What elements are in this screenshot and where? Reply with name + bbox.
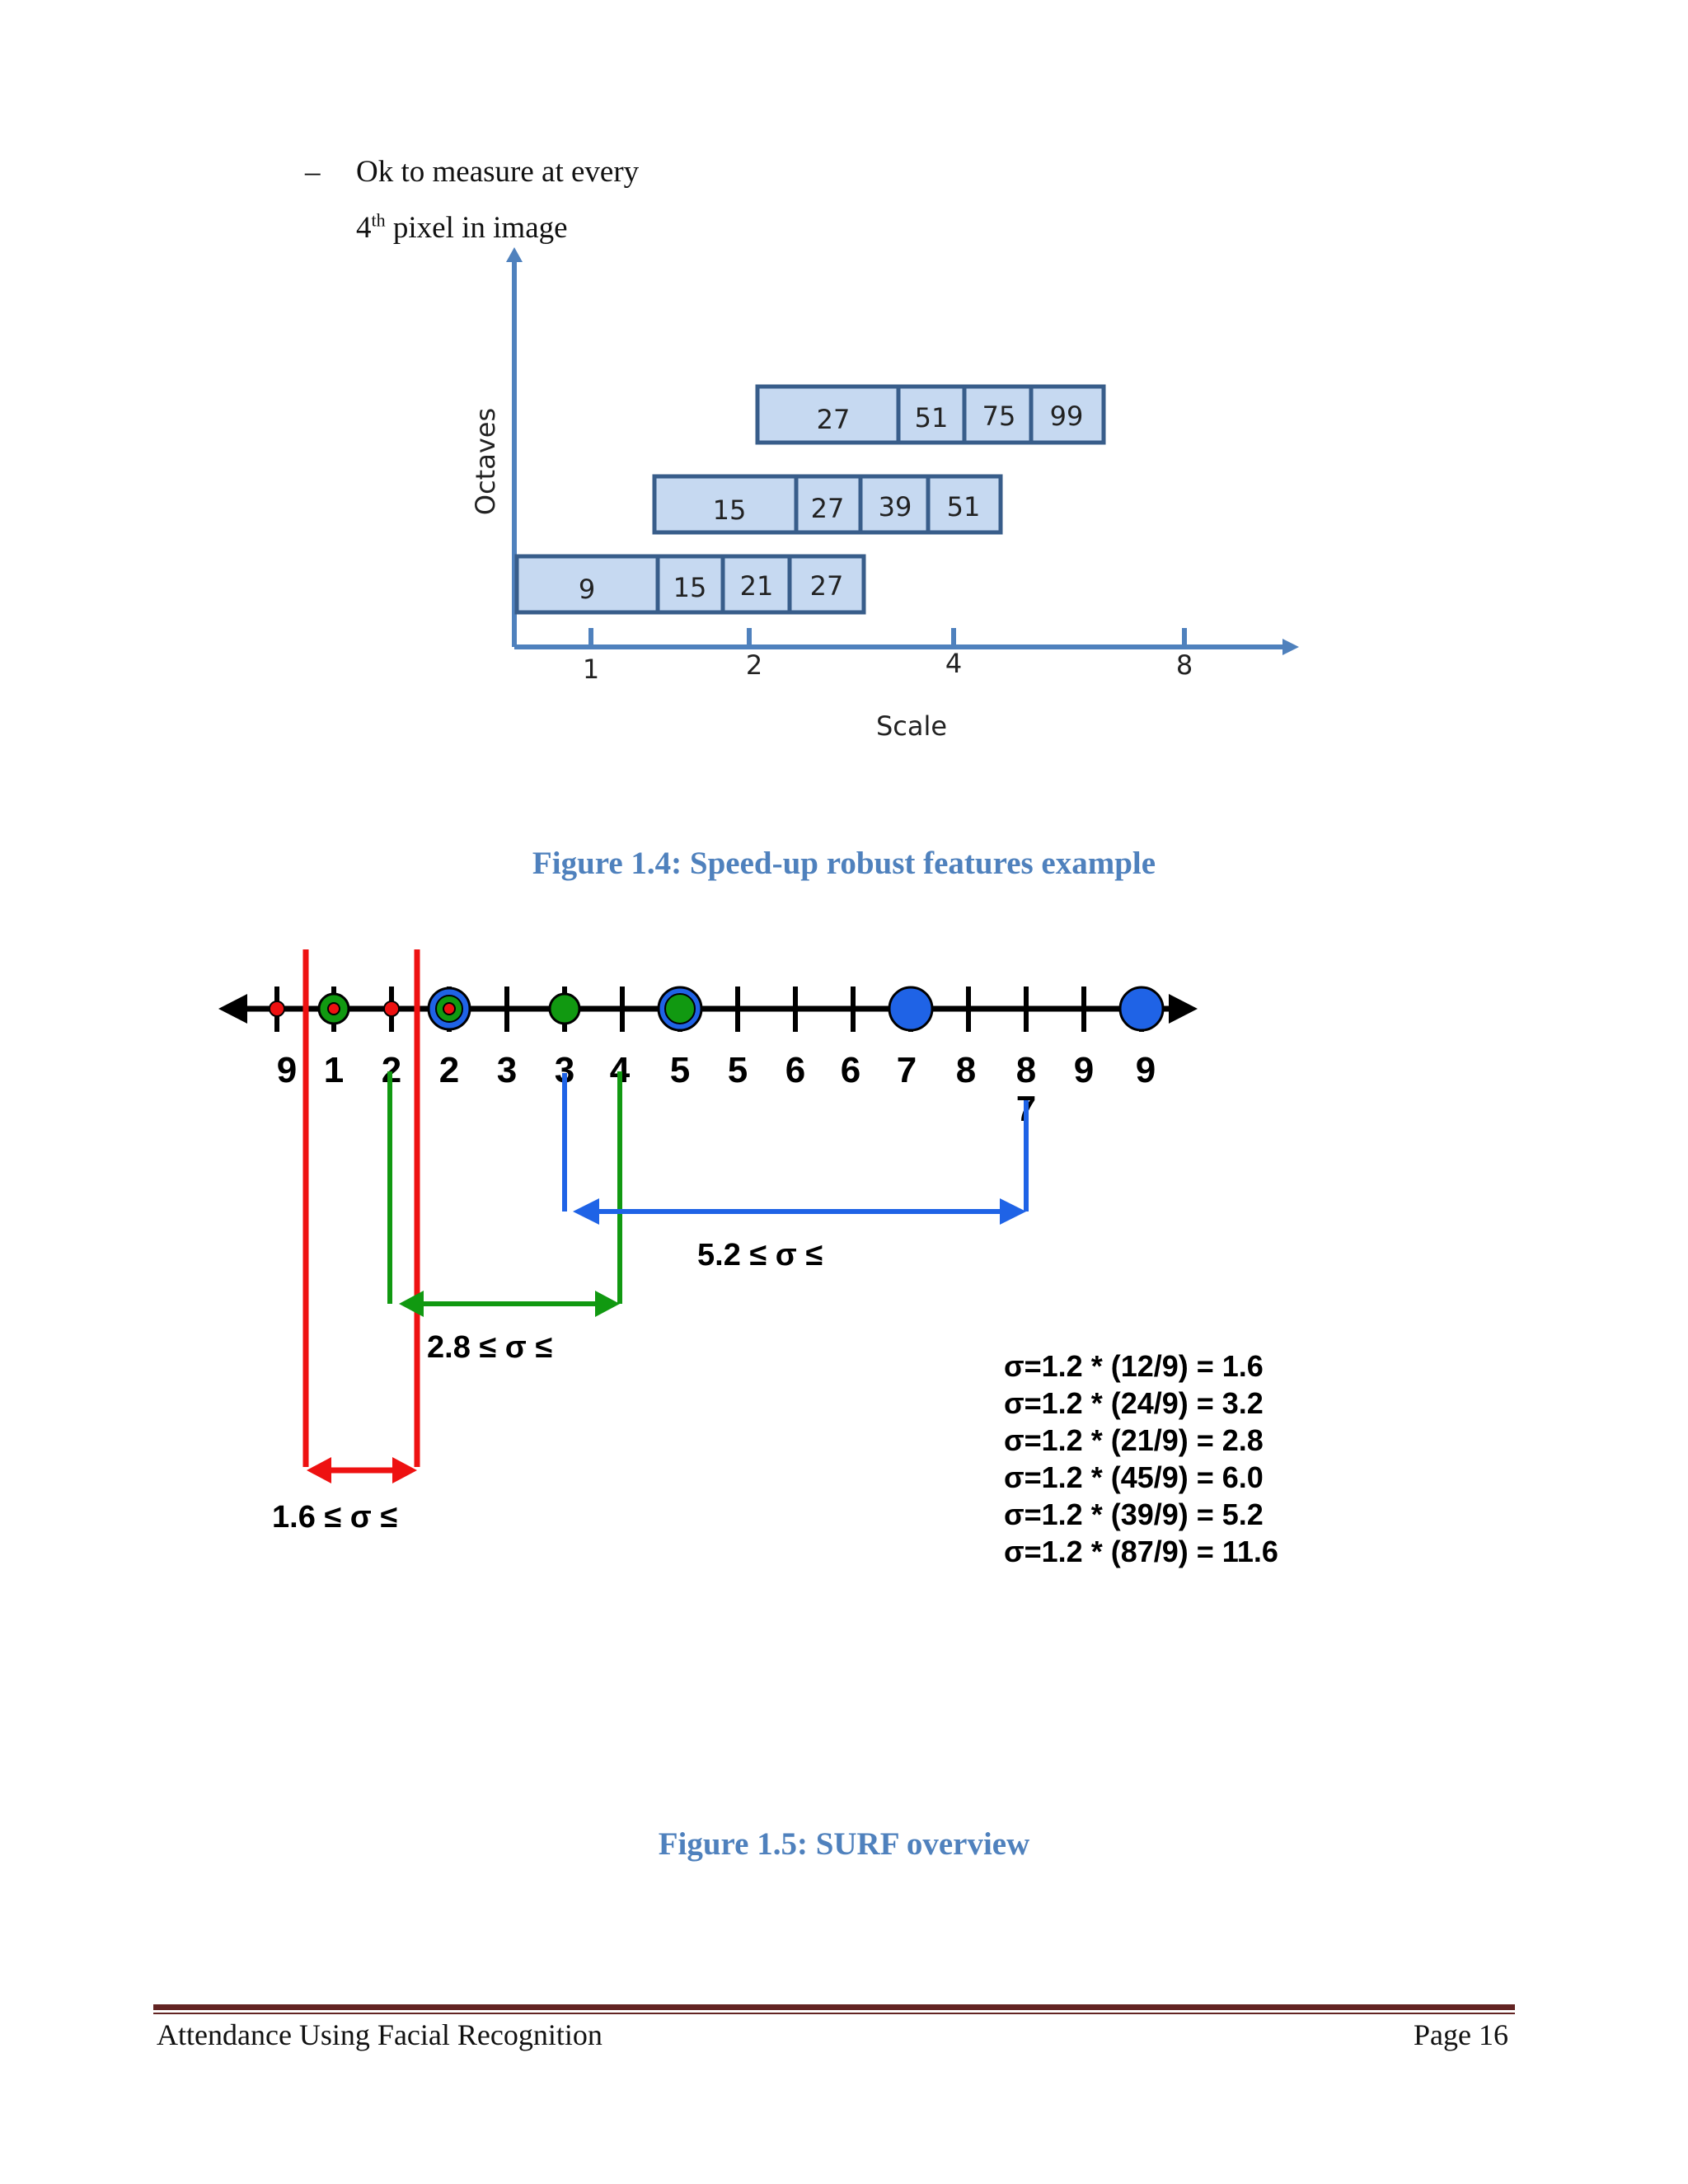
octave-cell: 27 bbox=[811, 493, 845, 524]
x-tick-label: 4 bbox=[945, 648, 962, 679]
bullet-line-2: 4th pixel in image bbox=[356, 200, 639, 256]
number-label: 1 bbox=[324, 1050, 344, 1090]
marker-blue bbox=[888, 986, 934, 1032]
formula-block: σ=1.2 * (12/9) = 1.6 σ=1.2 * (24/9) = 3.… bbox=[1004, 1349, 1278, 1568]
marker-red-small bbox=[383, 1001, 400, 1017]
range-green-arrow-left bbox=[399, 1291, 424, 1317]
octave-cell: 27 bbox=[810, 570, 844, 602]
marker-green bbox=[548, 992, 581, 1025]
number-label: 5 bbox=[670, 1050, 690, 1090]
range-blue-arrow-left bbox=[573, 1198, 599, 1225]
octave-cell: 51 bbox=[915, 402, 949, 434]
footer-rule-thin bbox=[153, 2013, 1515, 2014]
octave-cell: 15 bbox=[713, 494, 747, 526]
figure-1-4: 1 2 4 8 Scale Octaves 9 15 21 27 15 27 3… bbox=[470, 247, 1299, 742]
formula-line: σ=1.2 * (39/9) = 5.2 bbox=[1004, 1497, 1264, 1531]
y-axis-label: Octaves bbox=[470, 408, 501, 515]
formula-line: σ=1.2 * (12/9) = 1.6 bbox=[1004, 1349, 1264, 1383]
marker-red-small bbox=[269, 1001, 285, 1017]
octave-cell: 9 bbox=[579, 574, 595, 605]
octave-cell: 15 bbox=[673, 572, 707, 603]
number-label: 8 bbox=[1016, 1050, 1036, 1090]
x-axis-arrowhead bbox=[1282, 639, 1299, 655]
bullet-line-2-rest: pixel in image bbox=[385, 211, 568, 245]
range-red-label: 1.6 ≤ σ ≤ bbox=[272, 1500, 397, 1535]
bullet-line-2-sup: th bbox=[371, 209, 386, 231]
marker-red-center bbox=[443, 1002, 456, 1015]
octave-row-3: 27 51 75 99 bbox=[755, 384, 1106, 445]
x-tick-label: 2 bbox=[746, 649, 762, 681]
footer-page-number: Page 16 bbox=[1414, 2018, 1508, 2051]
range-green bbox=[387, 1071, 622, 1306]
number-line-left-arrow bbox=[218, 994, 247, 1024]
marker-red-center bbox=[327, 1002, 340, 1015]
figure-1-4-caption: Figure 1.4: Speed-up robust features exa… bbox=[532, 846, 1156, 881]
octave-cell: 21 bbox=[740, 570, 774, 602]
range-blue-label: 5.2 ≤ σ ≤ bbox=[697, 1238, 823, 1272]
range-green-label: 2.8 ≤ σ ≤ bbox=[427, 1330, 552, 1365]
number-label: 9 bbox=[277, 1050, 297, 1090]
range-blue bbox=[562, 1073, 1029, 1214]
bullet-line-1: Ok to measure at every bbox=[356, 155, 640, 189]
number-line-right-arrow bbox=[1169, 994, 1198, 1024]
number-label: 6 bbox=[841, 1050, 860, 1090]
octave-row-1: 9 15 21 27 bbox=[514, 554, 866, 615]
number-label: 8 bbox=[956, 1050, 976, 1090]
x-tick-label: 8 bbox=[1176, 649, 1193, 681]
formula-line: σ=1.2 * (87/9) = 11.6 bbox=[1004, 1535, 1278, 1568]
formula-line: σ=1.2 * (24/9) = 3.2 bbox=[1004, 1386, 1264, 1420]
range-red bbox=[302, 949, 420, 1474]
octave-cell: 27 bbox=[817, 404, 851, 435]
range-red-arrow-right bbox=[392, 1457, 417, 1483]
octave-row-2: 15 27 39 51 bbox=[652, 474, 1003, 535]
x-tick-label: 1 bbox=[583, 654, 599, 685]
bullet-line-2-base: 4 bbox=[356, 211, 372, 245]
bullet-dash: – bbox=[305, 155, 321, 189]
range-red-arrow-left bbox=[307, 1457, 331, 1483]
number-label: 3 bbox=[497, 1050, 517, 1090]
octave-cell: 51 bbox=[947, 491, 981, 523]
formula-line: σ=1.2 * (45/9) = 6.0 bbox=[1004, 1460, 1264, 1494]
number-label: 9 bbox=[1136, 1050, 1156, 1090]
y-axis-arrowhead bbox=[506, 247, 523, 262]
x-axis-label: Scale bbox=[876, 710, 947, 742]
footer-rule-thick bbox=[153, 2004, 1515, 2010]
octave-cell: 99 bbox=[1050, 401, 1084, 432]
octave-cell: 75 bbox=[982, 401, 1016, 432]
number-label: 9 bbox=[1074, 1050, 1094, 1090]
marker-green-ring bbox=[664, 993, 696, 1024]
range-green-arrow-right bbox=[595, 1291, 620, 1317]
range-blue-arrow-right bbox=[1000, 1198, 1026, 1225]
formula-line: σ=1.2 * (21/9) = 2.8 bbox=[1004, 1423, 1264, 1457]
number-label: 6 bbox=[785, 1050, 805, 1090]
number-label: 2 bbox=[439, 1050, 459, 1090]
footer-title: Attendance Using Facial Recognition bbox=[157, 2018, 603, 2051]
number-label: 7 bbox=[897, 1050, 917, 1090]
octave-cell: 39 bbox=[879, 491, 912, 523]
number-label: 5 bbox=[728, 1050, 748, 1090]
marker-blue bbox=[1118, 986, 1165, 1032]
figure-1-5-caption: Figure 1.5: SURF overview bbox=[658, 1826, 1030, 1862]
